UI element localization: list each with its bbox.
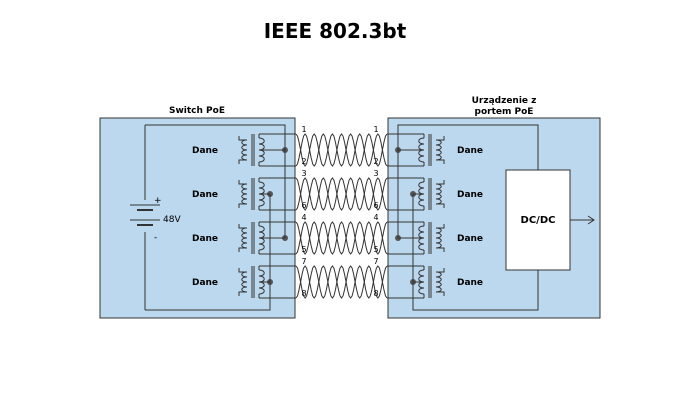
twisted-pair (295, 133, 388, 167)
pin-label-right: 6 (373, 201, 378, 210)
pin-label-left: 8 (301, 289, 306, 298)
power-bus (145, 124, 539, 311)
twisted-pair (295, 177, 388, 211)
battery-minus-label: - (154, 233, 157, 243)
diagram-title: IEEE 802.3bt (264, 19, 407, 43)
transformer-icon (387, 221, 445, 255)
twisted-pair (295, 265, 388, 299)
twisted-pair (295, 221, 388, 255)
data-label-left: Dane (192, 278, 218, 288)
dcdc-label: DC/DC (521, 215, 556, 226)
pin-label-left: 6 (301, 201, 306, 210)
switch-label: Switch PoE (169, 106, 225, 116)
pin-label-right: 7 (373, 257, 378, 266)
pin-label-left: 1 (301, 125, 306, 134)
pin-label-right: 2 (373, 157, 378, 166)
pin-label-left: 3 (301, 169, 306, 178)
device-label-line1: Urządzenie z (472, 96, 537, 106)
pin-label-left: 4 (301, 213, 306, 222)
pin-label-right: 1 (373, 125, 378, 134)
pair-3: 4 5 4 5 Dane Dane (192, 213, 483, 255)
data-label-right: Dane (457, 146, 483, 156)
output-arrow-icon (570, 215, 595, 225)
data-label-right: Dane (457, 278, 483, 288)
pin-label-right: 8 (373, 289, 378, 298)
data-label-left: Dane (192, 234, 218, 244)
pair-4: 7 8 7 8 Dane Dane (192, 257, 483, 299)
pin-label-left: 2 (301, 157, 306, 166)
pin-label-right: 3 (373, 169, 378, 178)
switch-block (99, 117, 296, 319)
pin-label-left: 5 (301, 245, 306, 254)
pin-label-right: 4 (373, 213, 378, 222)
transformer-icon (238, 177, 296, 211)
data-label-left: Dane (192, 190, 218, 200)
battery-plus-label: + (154, 196, 162, 206)
voltage-label: 48V (163, 215, 181, 225)
data-label-left: Dane (192, 146, 218, 156)
battery-icon (130, 125, 160, 310)
pin-label-right: 5 (373, 245, 378, 254)
pin-label-left: 7 (301, 257, 306, 266)
pair-2: 3 6 3 6 Dane Dane (192, 169, 483, 211)
pair-1: 1 2 1 2 Dane Dane (192, 125, 483, 167)
data-label-right: Dane (457, 190, 483, 200)
device-label-line2: portem PoE (475, 107, 534, 117)
data-label-right: Dane (457, 234, 483, 244)
